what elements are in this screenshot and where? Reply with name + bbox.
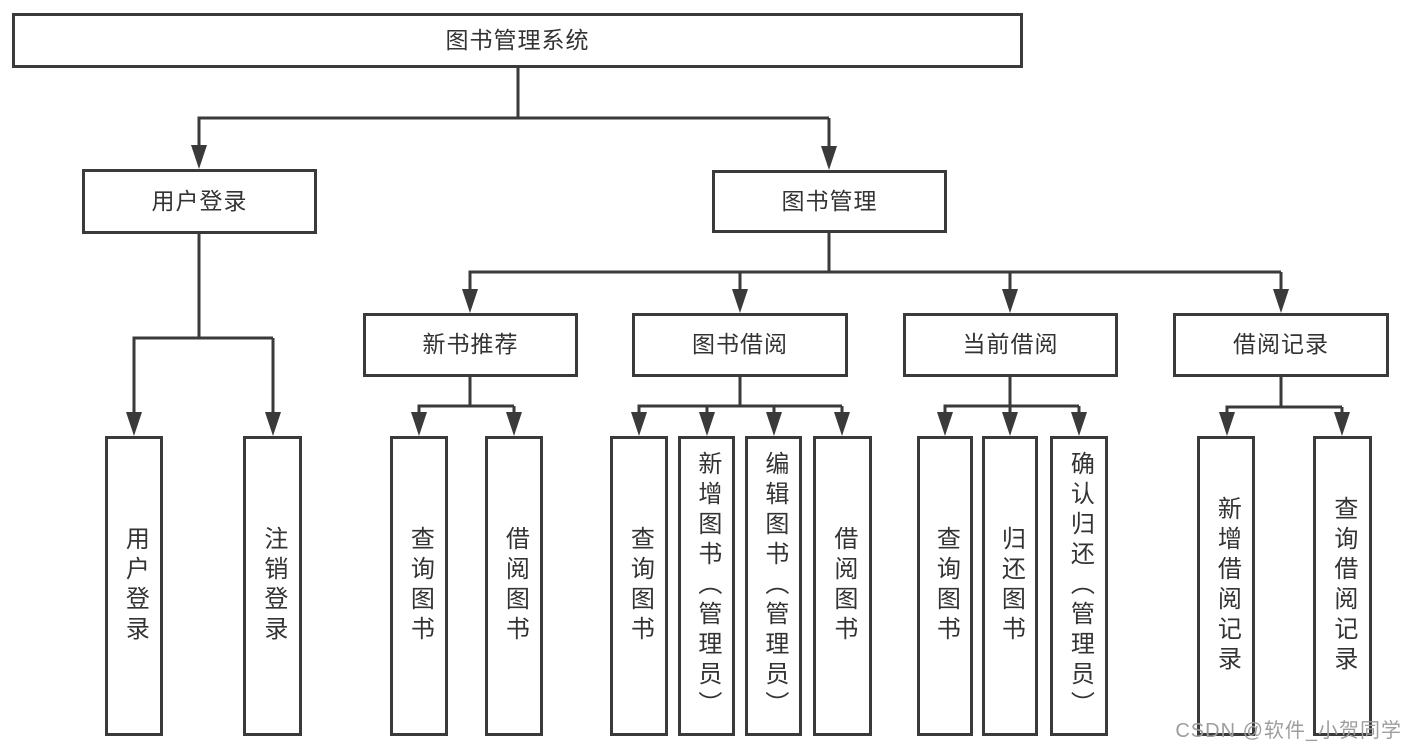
leaf-add-books-admin: 新增图书（管理员）: [678, 436, 735, 736]
node-book-management: 图书管理: [712, 170, 947, 233]
leaf-add-borrow-record: 新增借阅记录: [1197, 436, 1255, 736]
node-root-system: 图书管理系统: [12, 13, 1023, 68]
leaf-current-query-books: 查询图书: [917, 436, 973, 736]
leaf-borrow-books: 借阅图书: [813, 436, 872, 736]
node-new-book-recommend: 新书推荐: [363, 313, 578, 377]
leaf-edit-books-admin: 编辑图书（管理员）: [745, 436, 802, 736]
node-current-borrow: 当前借阅: [903, 313, 1118, 377]
leaf-query-borrow-record: 查询借阅记录: [1313, 436, 1372, 736]
csdn-watermark: CSDN @软件_小贺同学: [1175, 720, 1402, 742]
leaf-recommend-query-books: 查询图书: [390, 436, 448, 736]
leaf-borrow-query-books: 查询图书: [610, 436, 668, 736]
leaf-return-books: 归还图书: [982, 436, 1038, 736]
node-borrow-records: 借阅记录: [1173, 313, 1389, 377]
leaf-logout: 注销登录: [243, 436, 302, 736]
node-user-login: 用户登录: [82, 169, 317, 234]
node-book-borrow: 图书借阅: [632, 313, 848, 377]
leaf-confirm-return-admin: 确认归还（管理员）: [1050, 436, 1108, 736]
leaf-recommend-borrow-books: 借阅图书: [485, 436, 543, 736]
leaf-user-login: 用户登录: [105, 436, 163, 736]
